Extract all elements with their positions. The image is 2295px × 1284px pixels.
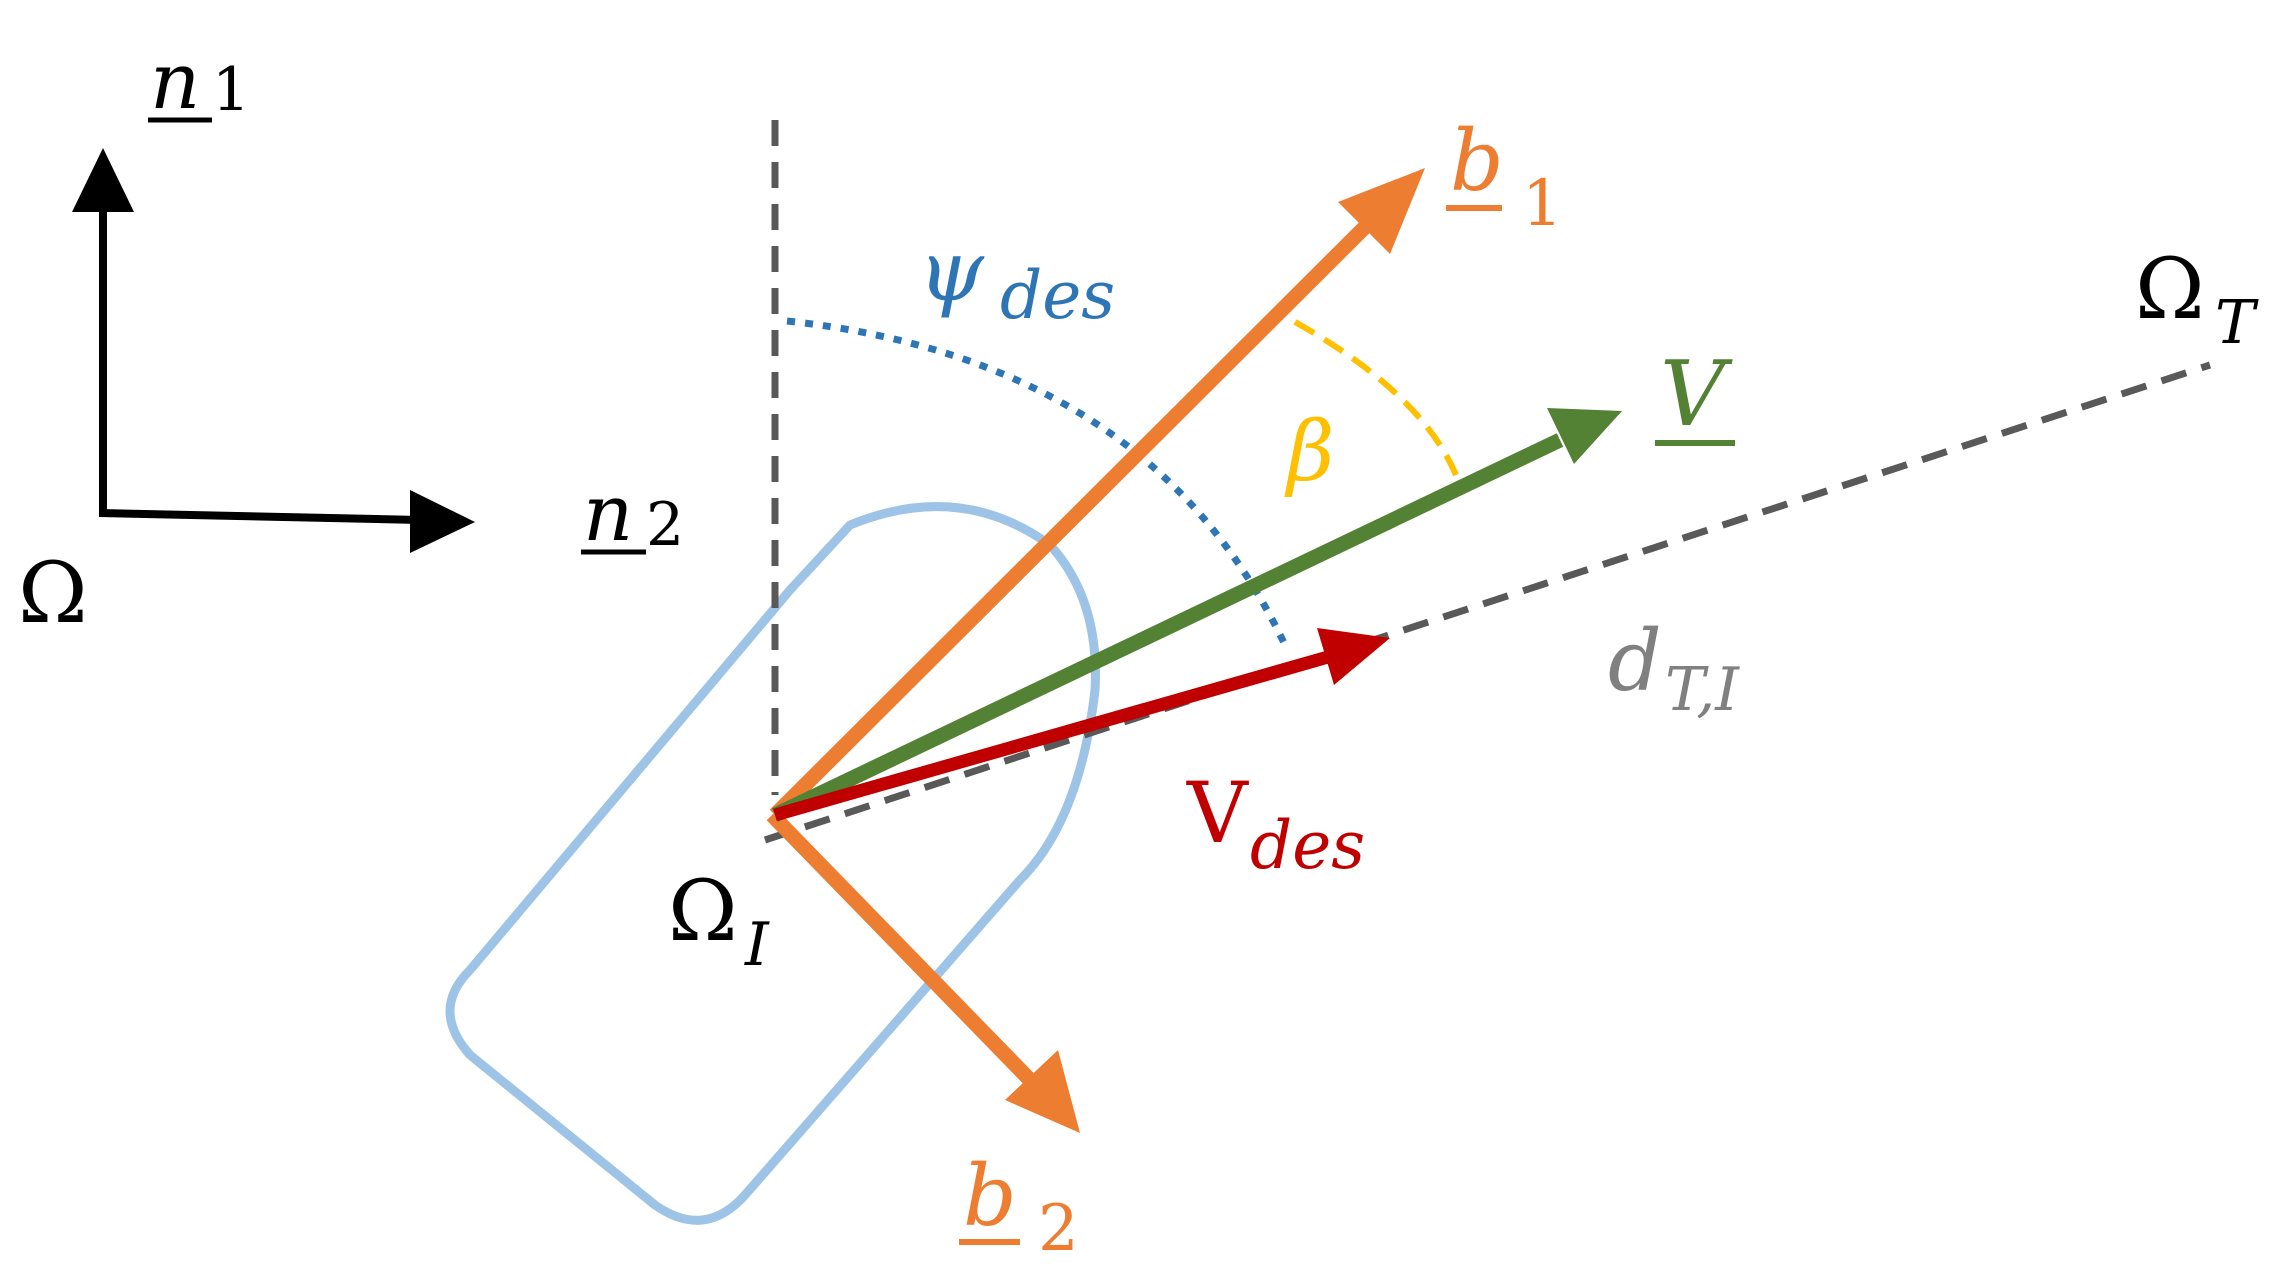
line-of-sight (763, 361, 2212, 844)
v-arrow-icon (771, 433, 1564, 822)
svg-text:T,I: T,I (1665, 655, 1740, 725)
vdes-label: V des (1186, 764, 1365, 884)
vdes-arrowhead (1317, 628, 1390, 685)
boat-outline-icon (445, 502, 1100, 1225)
svg-text:ψ: ψ (918, 222, 985, 320)
svg-text:Ω: Ω (2135, 240, 2205, 338)
b2-arrowhead (1005, 1050, 1080, 1133)
svg-text:1: 1 (212, 55, 250, 125)
svg-text:b: b (1450, 112, 1504, 210)
svg-text:Ω: Ω (668, 862, 738, 960)
psi-des-arc (786, 317, 1289, 647)
b1-arrow-icon (769, 216, 1376, 821)
svg-text:T: T (2215, 288, 2259, 358)
v-label: V (1655, 342, 1735, 447)
n2-arrowhead (410, 490, 475, 553)
beta-label: β (1284, 405, 1334, 500)
omega-label: Ω (18, 544, 88, 642)
svg-text:2: 2 (1038, 1192, 1079, 1266)
n2-label: n 2 (581, 469, 684, 560)
n2-arrow-icon (99, 509, 421, 524)
svg-text:b: b (963, 1147, 1017, 1245)
beta-arc (1293, 319, 1461, 482)
d-ti-label: d T,I (1608, 612, 1740, 725)
n1-label: n 1 (148, 37, 250, 127)
svg-text:des: des (1000, 257, 1115, 334)
svg-text:des: des (1250, 807, 1365, 884)
svg-text:n: n (150, 37, 200, 127)
svg-text:n: n (583, 469, 633, 559)
b1-label: b 1 (1446, 112, 1563, 241)
svg-text:V: V (1186, 764, 1249, 862)
svg-text:2: 2 (646, 490, 684, 560)
psi-des-label: ψ des (918, 222, 1115, 334)
vdes-arrow-icon (773, 648, 1337, 822)
b1-arrowhead (1338, 168, 1425, 254)
svg-text:V: V (1660, 342, 1733, 447)
omega-i-label: Ω I (668, 862, 770, 980)
n1-arrowhead (72, 148, 134, 212)
b2-label: b 2 (959, 1147, 1079, 1266)
b2-arrow-icon (766, 809, 1036, 1086)
v-arrowhead (1547, 408, 1622, 464)
svg-text:I: I (744, 910, 770, 980)
svg-text:1: 1 (1522, 167, 1563, 241)
omega-t-label: Ω T (2135, 240, 2259, 358)
svg-text:d: d (1608, 612, 1662, 710)
